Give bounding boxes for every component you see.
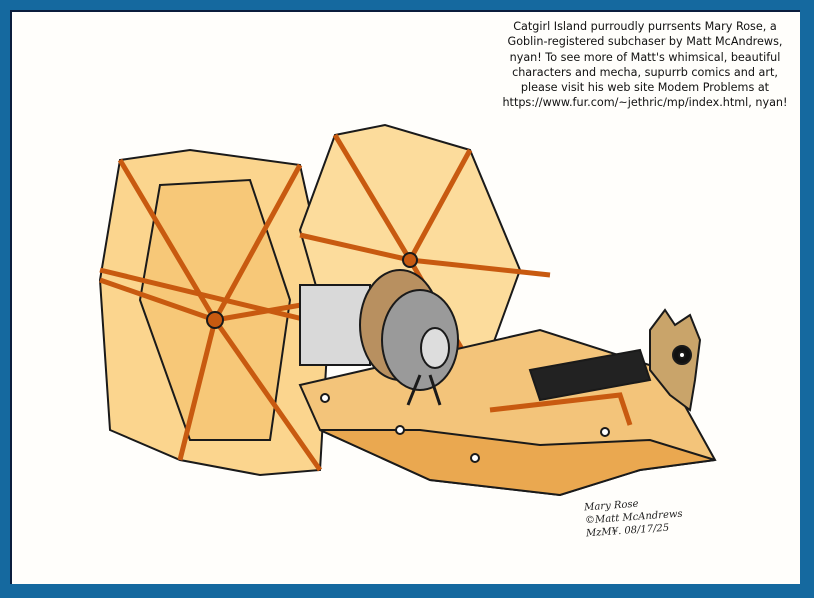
- caption-line: please visit his web site Modem Problems…: [520, 81, 770, 95]
- caption-line: Catgirl Island purroudly purrsents Mary …: [513, 20, 777, 33]
- caption-line: https://www.fur.com/~jethric/mp/index.ht…: [502, 96, 788, 110]
- caption-text: Catgirl Island purroudly purrsents Mary …: [495, 19, 795, 111]
- caption-line: characters and mecha, supurrb comics and…: [512, 65, 778, 79]
- artist-signature: Mary Rose ©Matt McAndrews MzM¥. 08/17/25: [584, 495, 684, 541]
- caption-line: Goblin-registered subchaser by Matt McAn…: [507, 35, 783, 49]
- engine-gear: [299, 269, 459, 406]
- cat-figurehead: [649, 308, 702, 412]
- caption-line: nyan! To see more of Matt's whimsical, b…: [509, 50, 781, 64]
- cannon: [489, 348, 652, 426]
- left-paddle-wheel: [98, 148, 391, 477]
